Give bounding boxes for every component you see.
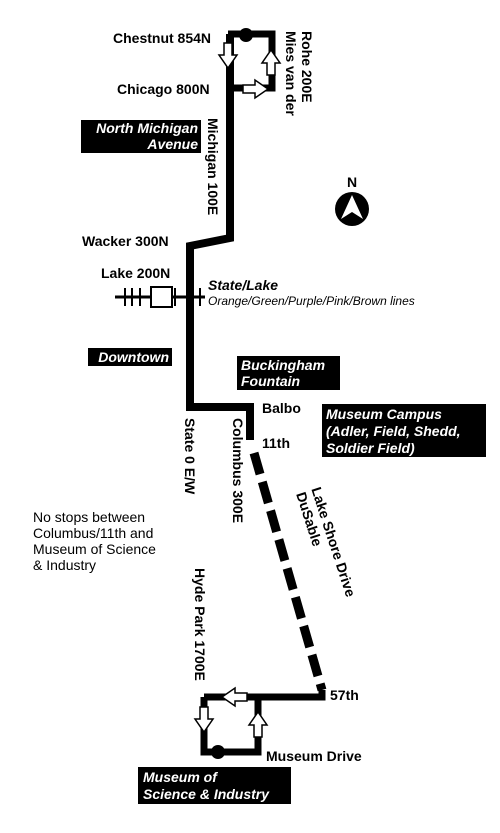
svg-text:Buckingham: Buckingham <box>241 357 325 373</box>
svg-text:Museum of: Museum of <box>143 769 218 785</box>
stop-mies-van-der-rohe: Mies van der Rohe 200E <box>283 31 315 116</box>
svg-text:Hyde Park 1700E: Hyde Park 1700E <box>192 568 208 681</box>
svg-text:& Industry: & Industry <box>33 557 96 573</box>
svg-text:Columbus/11th and: Columbus/11th and <box>33 525 153 541</box>
stop-dusable-lake-shore-drive: DuSable Lake Shore Drive <box>293 485 359 599</box>
stop-wacker: Wacker 300N <box>82 233 169 249</box>
arrow-up-north-right <box>261 49 281 76</box>
stop-columbus: Columbus 300E <box>230 418 246 523</box>
svg-text:Museum Campus: Museum Campus <box>326 406 442 422</box>
stop-state: State 0 E/W <box>182 418 198 495</box>
stop-11th: 11th <box>262 435 290 451</box>
transfer-name: State/Lake <box>208 277 278 293</box>
south-connector <box>204 690 326 701</box>
svg-text:Soldier Field): Soldier Field) <box>326 440 415 456</box>
area-museum-campus: Museum Campus (Adler, Field, Shedd, Sold… <box>322 404 486 457</box>
svg-text:(Adler, Field, Shedd,: (Adler, Field, Shedd, <box>326 423 461 439</box>
route-line-solid <box>186 34 254 440</box>
route-line-express-dashed <box>249 451 327 692</box>
arrow-left-south <box>221 687 248 707</box>
svg-text:Avenue: Avenue <box>146 136 198 152</box>
svg-text:North Michigan: North Michigan <box>96 120 198 136</box>
arrow-down-south-left <box>194 706 214 733</box>
area-downtown: Downtown <box>88 348 172 366</box>
area-museum-of-science-industry: Museum of Science & Industry <box>138 767 291 804</box>
north-label: N <box>347 174 357 190</box>
svg-text:Columbus 300E: Columbus 300E <box>230 418 246 523</box>
arrow-up-south-right <box>248 711 268 738</box>
stop-chicago: Chicago 800N <box>117 81 210 97</box>
terminal-south-dot <box>211 745 225 759</box>
area-north-michigan-avenue: North Michigan Avenue <box>81 120 201 153</box>
stop-balbo: Balbo <box>262 400 301 416</box>
stop-lake: Lake 200N <box>101 265 170 281</box>
area-buckingham-fountain: Buckingham Fountain <box>237 356 340 390</box>
stop-hyde-park: Hyde Park 1700E <box>192 568 208 681</box>
svg-text:Museum of Science: Museum of Science <box>33 541 156 557</box>
terminal-north-dot <box>239 28 253 42</box>
stop-57th: 57th <box>330 687 359 703</box>
svg-text:State 0 E/W: State 0 E/W <box>182 418 198 495</box>
transfer-lines: Orange/Green/Purple/Pink/Brown lines <box>208 294 415 308</box>
no-stops-note: No stops between Columbus/11th and Museu… <box>33 509 156 573</box>
svg-text:Mies van der: Mies van der <box>283 31 299 116</box>
svg-text:Fountain: Fountain <box>241 373 300 389</box>
stop-museum-drive: Museum Drive <box>266 748 362 764</box>
north-arrow-icon: N <box>335 174 369 226</box>
arrow-down-north-left <box>218 42 238 69</box>
stop-michigan: Michigan 100E <box>205 118 221 215</box>
svg-text:Rohe 200E: Rohe 200E <box>299 31 315 103</box>
stop-chestnut: Chestnut 854N <box>113 30 211 46</box>
svg-text:No stops between: No stops between <box>33 509 145 525</box>
l-train-transfer-symbol <box>115 286 205 308</box>
svg-text:Downtown: Downtown <box>98 349 169 365</box>
svg-text:Michigan 100E: Michigan 100E <box>205 118 221 215</box>
svg-text:Science & Industry: Science & Industry <box>143 786 270 802</box>
arrow-right-north <box>242 79 269 99</box>
